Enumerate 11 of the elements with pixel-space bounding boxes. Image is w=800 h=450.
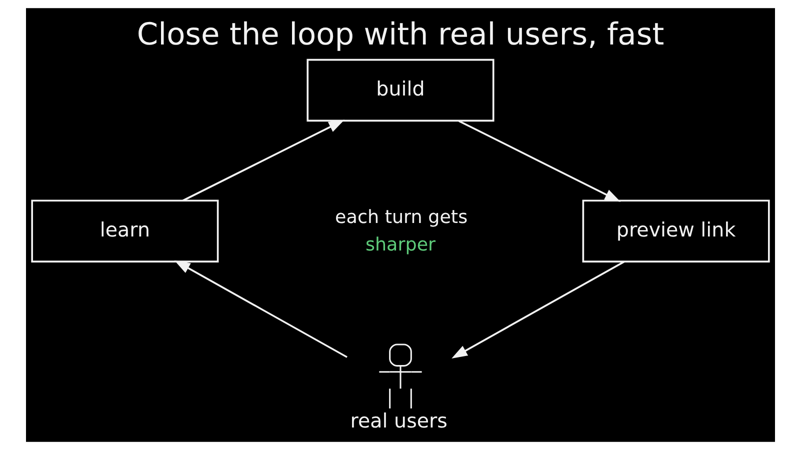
arrow [458, 120, 620, 202]
node-box: build [306, 58, 494, 122]
node-box: learn [30, 200, 218, 262]
arrow [174, 260, 347, 358]
label: each turn gets [334, 206, 468, 228]
node-label: real users [350, 409, 447, 432]
arrow [182, 120, 344, 202]
diagram-title: Close the loop with real users, fast [136, 18, 664, 53]
arrow [451, 260, 624, 358]
label: sharper [364, 234, 436, 256]
node-box: preview link [582, 200, 770, 262]
